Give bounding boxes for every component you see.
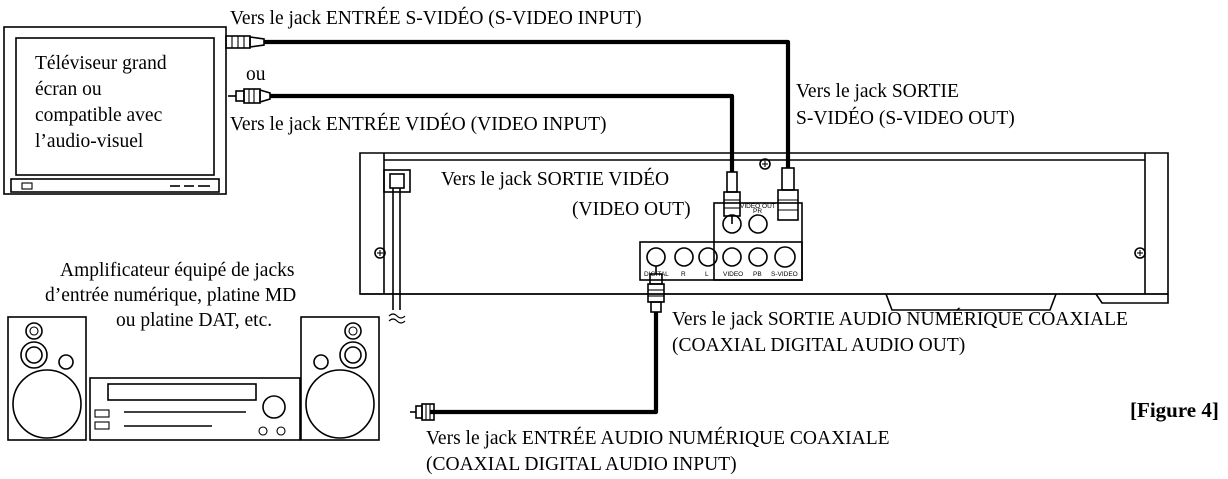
amplifier-label-line-2: d’entrée numérique, platine MD xyxy=(45,285,296,306)
coaxial-cable xyxy=(430,312,659,415)
video-plug-dvd xyxy=(723,171,741,224)
coaxial-out-label-line-1: Vers le jack SORTIE AUDIO NUMÉRIQUE COAX… xyxy=(672,308,1128,330)
rca-video-plug xyxy=(228,88,271,104)
svideo-input-label: Vers le jack ENTRÉE S-VIDÉO (S-VIDEO INP… xyxy=(230,7,642,29)
coaxial-in-label-line-2: (COAXIAL DIGITAL AUDIO INPUT) xyxy=(426,454,737,475)
panel-label-pb: PB xyxy=(753,271,762,278)
svideo-out-label-line-1: Vers le jack SORTIE xyxy=(796,81,959,102)
tv-label-line-4: l’audio-visuel xyxy=(35,131,144,152)
panel-label-svideo: S-VIDEO xyxy=(771,271,798,278)
panel-label-l: L xyxy=(705,271,709,278)
tv-set: Téléviseur grand écran ou compatible ave… xyxy=(3,26,227,195)
amplifier-label-line-3: ou platine DAT, etc. xyxy=(116,310,272,331)
coaxial-in-label-line-1: Vers le jack ENTRÉE AUDIO NUMÉRIQUE COAX… xyxy=(426,427,890,449)
coaxial-plug-amp xyxy=(410,403,435,421)
amplifier-label-line-1: Amplificateur équipé de jacks xyxy=(60,260,294,281)
video-out-label-line-1: Vers le jack SORTIE VIDÉO xyxy=(441,168,669,190)
video-cable xyxy=(270,93,735,172)
panel-label-video: VIDEO xyxy=(723,271,743,278)
left-speaker xyxy=(7,316,87,441)
video-input-label: Vers le jack ENTRÉE VIDÉO (VIDEO INPUT) xyxy=(230,113,607,135)
tv-label-line-1: Téléviseur grand xyxy=(35,53,167,74)
amplifier xyxy=(89,377,301,441)
panel-label-r: R xyxy=(681,271,686,278)
coaxial-plug-dvd xyxy=(647,266,665,313)
svideo-plug-dvd xyxy=(777,167,799,221)
video-out-label-line-2: (VIDEO OUT) xyxy=(572,199,691,220)
svideo-plug xyxy=(225,35,265,49)
tv-label-line-3: compatible avec xyxy=(35,105,163,126)
panel-label-video-out: VIDEO OUT xyxy=(740,203,776,210)
panel-label-pr: PR xyxy=(753,208,762,215)
tv-label-line-2: écran ou xyxy=(35,79,102,100)
dvd-player: DIGITAL R L VIDEO PB PR S-VIDEO VIDEO OU… xyxy=(359,152,1169,324)
right-speaker xyxy=(300,316,380,441)
coaxial-out-label-line-2: (COAXIAL DIGITAL AUDIO OUT) xyxy=(672,335,965,356)
figure-label: [Figure 4] xyxy=(1130,398,1219,422)
or-label: ou xyxy=(246,64,266,85)
svideo-cable xyxy=(264,39,791,168)
svideo-out-label-line-2: S-VIDÉO (S-VIDEO OUT) xyxy=(796,107,1015,129)
